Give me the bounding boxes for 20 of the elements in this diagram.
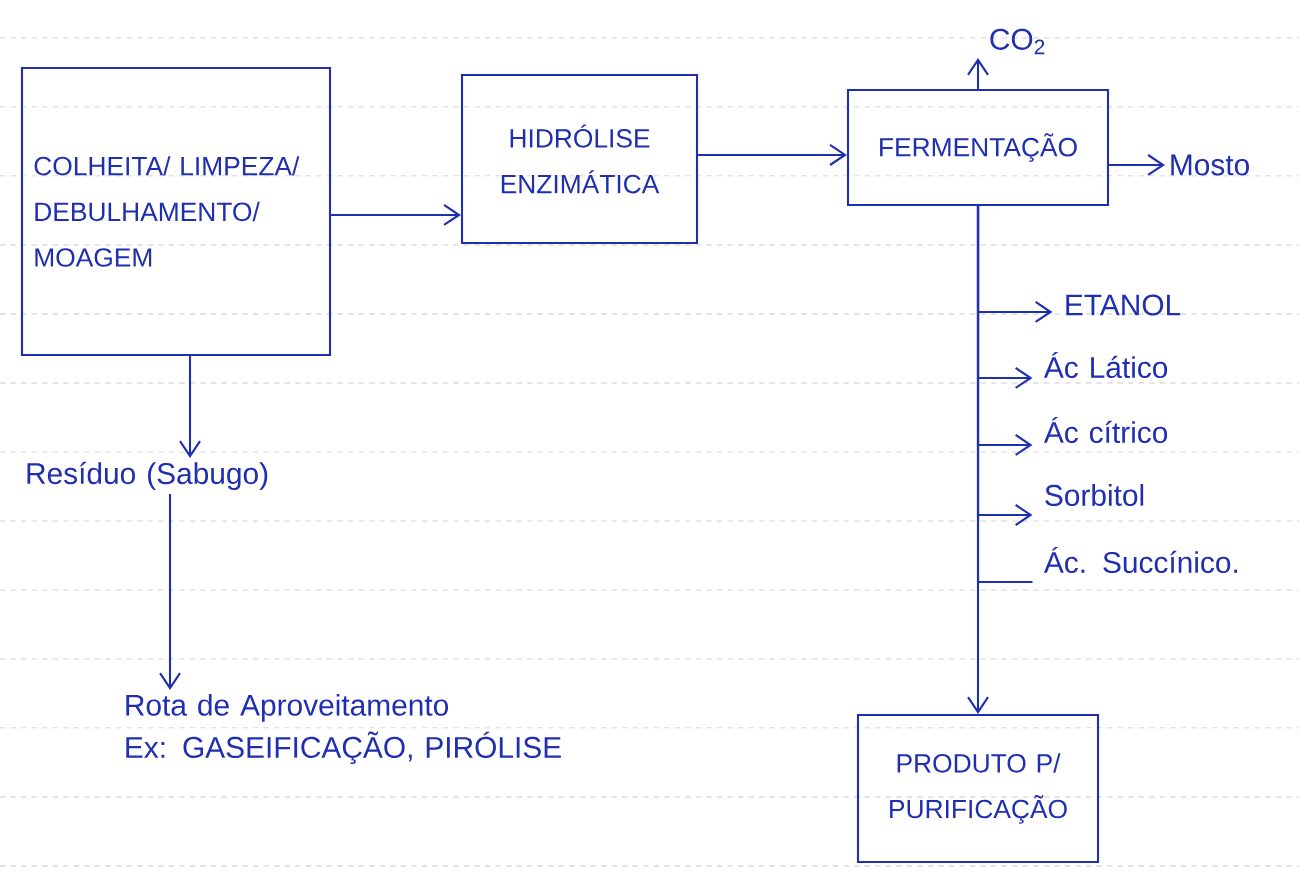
process-box: HIDRÓLISE ENZIMÁTICA [460, 73, 699, 245]
output-label: CO$_{2}$ [990, 28, 1045, 55]
arrow [159, 493, 181, 690]
product-label: Sorbitol [1045, 484, 1144, 506]
process-box: COLHEITA/ LIMPEZA/ DEBULHAMENTO/ MOAGEM [20, 66, 332, 357]
process-box: FERMENTAÇÃO [846, 88, 1110, 207]
arrow [967, 206, 989, 714]
product-label: Ác cítrico [1043, 416, 1168, 444]
arrow [698, 144, 847, 166]
arrow [1109, 154, 1165, 176]
product-label: Ác Lático [1043, 351, 1168, 379]
arrow [179, 356, 201, 458]
arrow [331, 204, 461, 226]
arrow [967, 58, 989, 89]
output-label: Mosto [1171, 154, 1249, 176]
product-label: ETANOL [1066, 294, 1181, 316]
residue-label: Resíduo (Sabugo) [27, 461, 268, 491]
process-box: PRODUTO P/ PURIFICAÇÃO [856, 713, 1100, 864]
route-text: Rota de Aproveitamento Ex: GASEIFICAÇÃO, PIRÓLISE [126, 693, 561, 765]
product-label: Ác. Succínico. [1043, 546, 1238, 574]
